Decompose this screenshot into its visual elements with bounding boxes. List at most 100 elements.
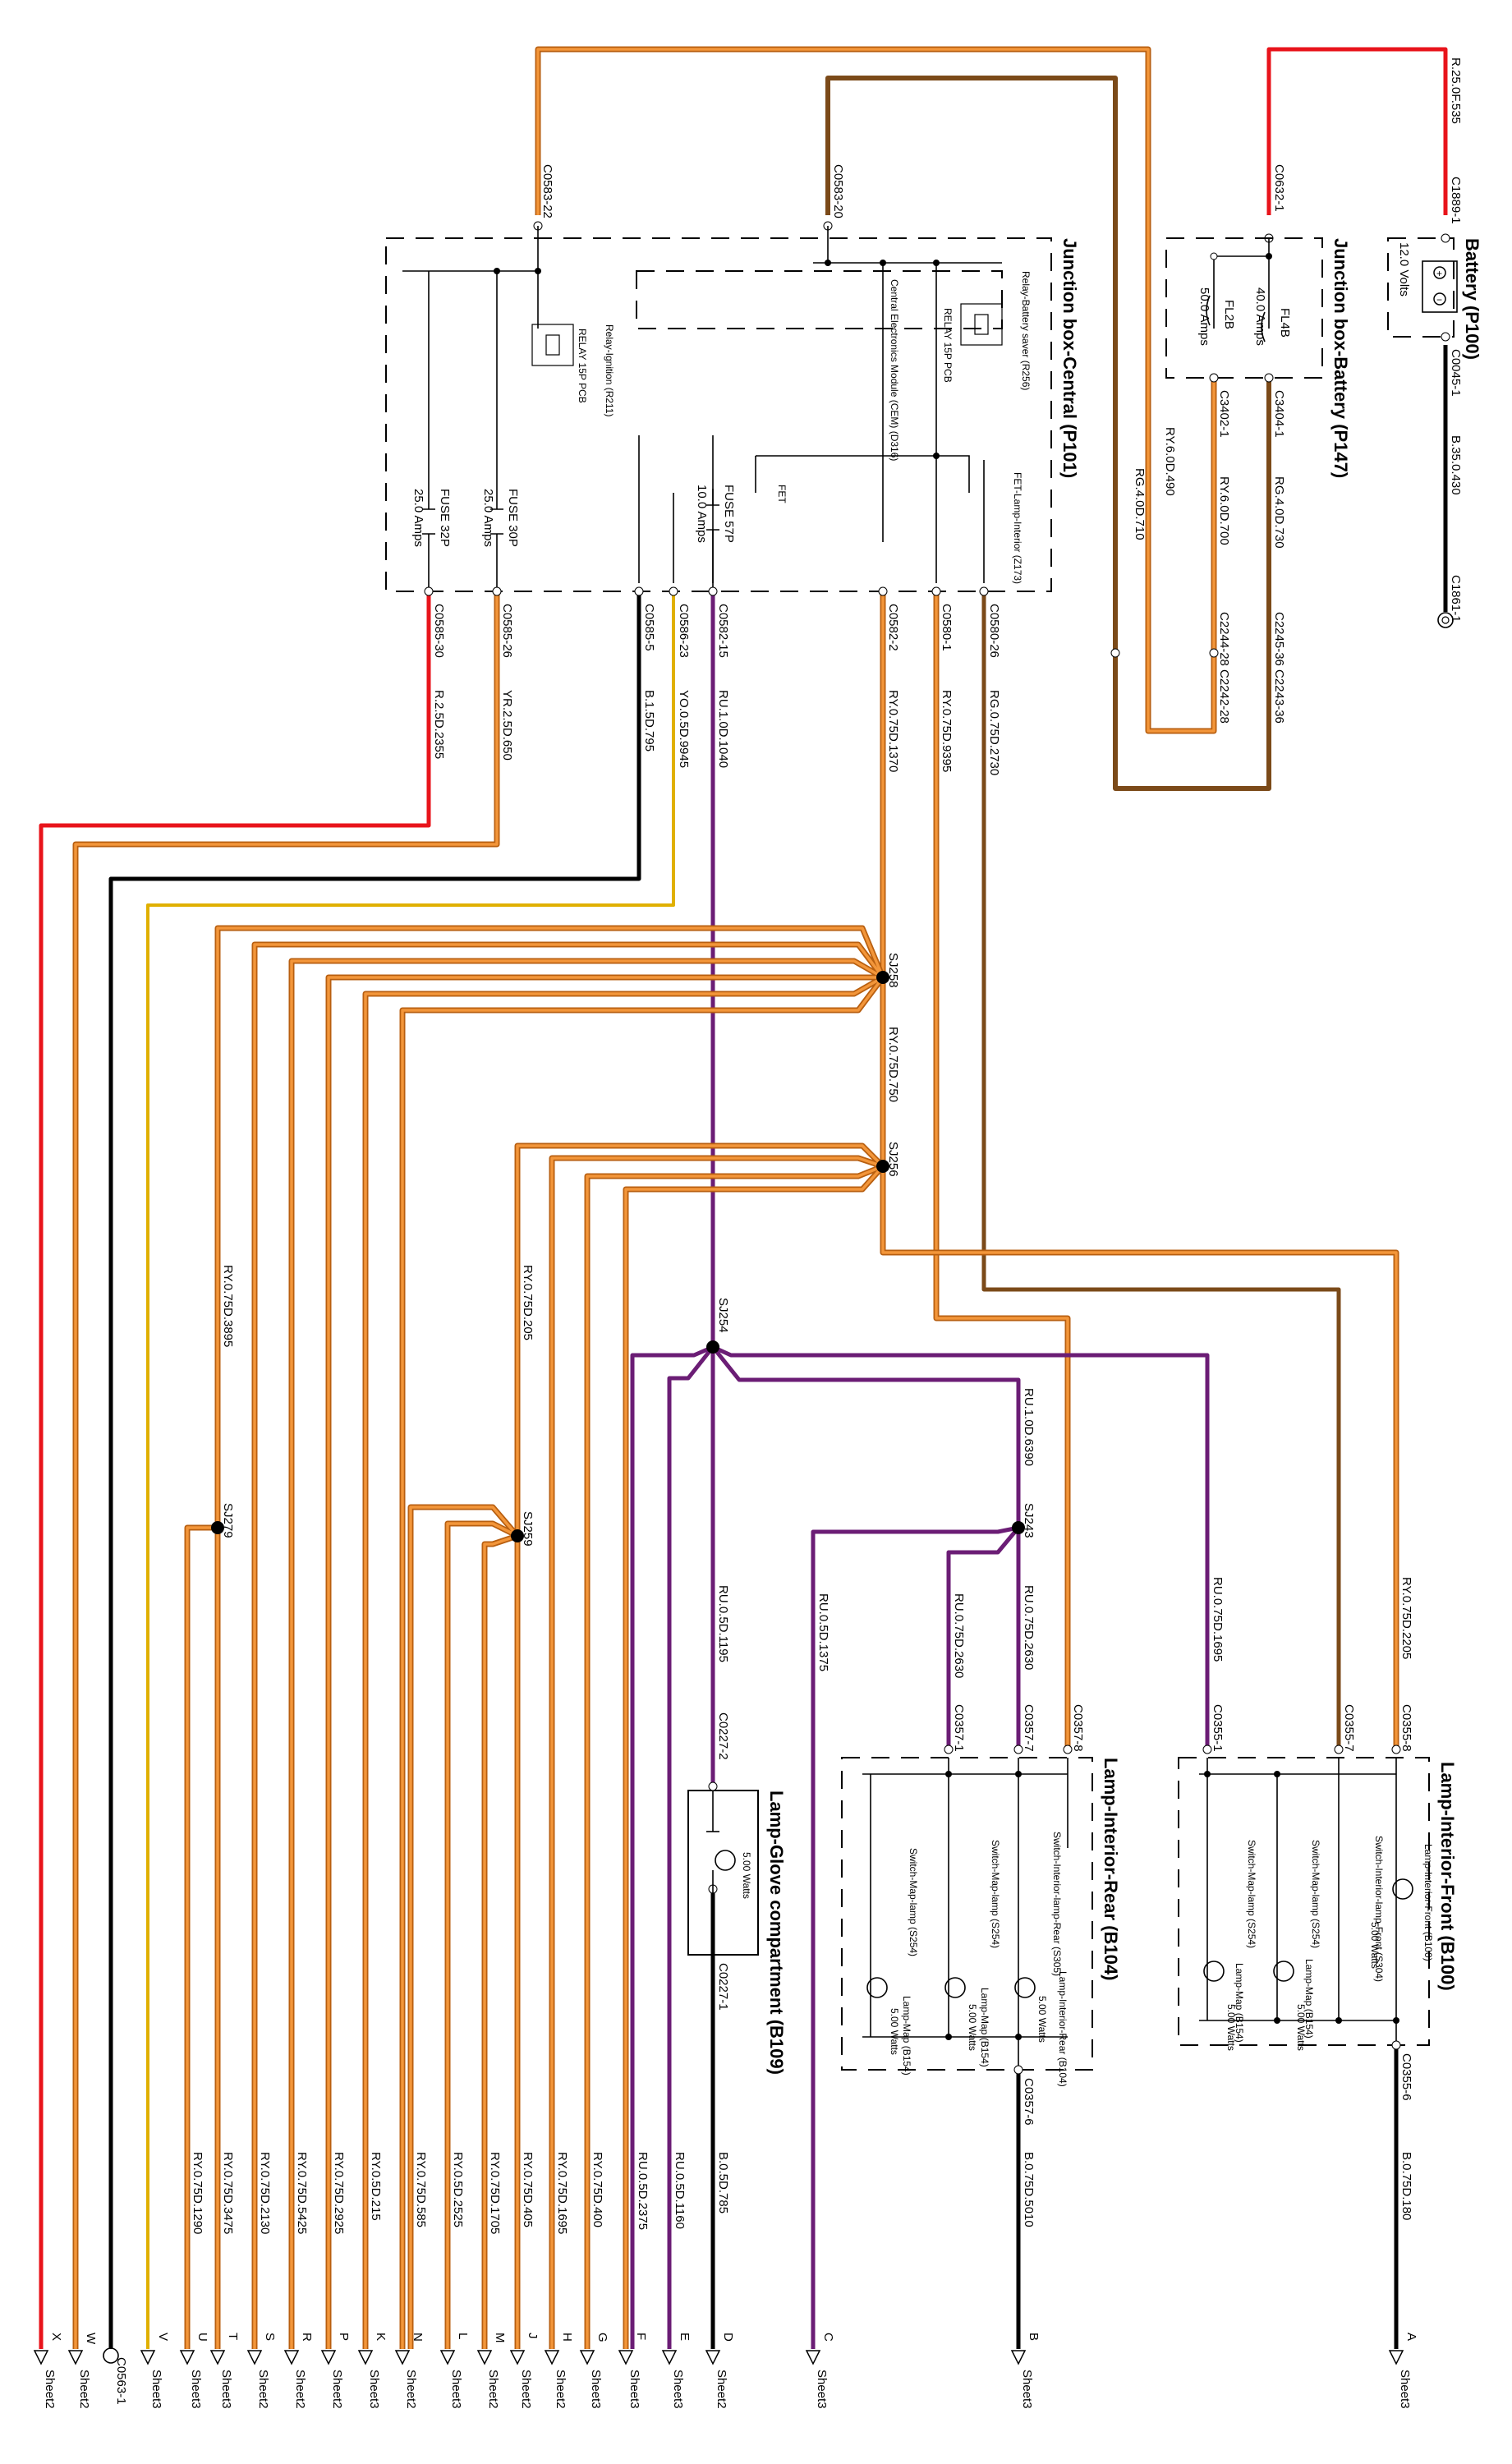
wire-ry-9395[interactable]	[935, 591, 1069, 1749]
sheet-arrow-k[interactable]	[357, 2350, 374, 2365]
sheet-arrow-e[interactable]	[661, 2350, 678, 2365]
splice-sj279[interactable]	[211, 1521, 224, 1534]
sheet-arrow-m[interactable]	[476, 2350, 493, 2365]
wire-ru-6390[interactable]	[711, 1345, 1021, 1528]
sheet-name-b: Sheet3	[1020, 2370, 1034, 2409]
front-watts-1: 5.00 Watts	[1369, 1922, 1381, 1969]
wire-label-w400: RY.0.75D.400	[591, 2152, 604, 2227]
conn-c0355-7: C0355-7	[1342, 1704, 1356, 1752]
sheet-arrow-b[interactable]	[1010, 2350, 1027, 2365]
sheet-name-p: Sheet2	[330, 2370, 344, 2409]
lamp-icon	[866, 1977, 888, 1998]
conn-c0583-22: C0583-22	[540, 164, 554, 218]
wire-ru-1695[interactable]	[711, 1345, 1210, 1749]
conn-c0355-6: C0355-6	[1399, 2053, 1413, 2101]
wire-label-w405: RY.0.75D.405	[521, 2152, 535, 2227]
sheet-name-v: Sheet3	[149, 2370, 163, 2409]
wire-sj258-k[interactable]	[364, 976, 884, 2349]
wire-sj258-p[interactable]	[327, 976, 883, 2349]
wire-label-ry700: RY.6.0D.700	[1217, 476, 1231, 545]
rear-watts-2: 5.00 Watts	[967, 2004, 978, 2051]
sheet-arrow-c[interactable]	[805, 2350, 821, 2365]
wire-yo-9945[interactable]	[146, 591, 675, 2349]
wire-label-3895: RY.0.75D.3895	[221, 1265, 235, 1347]
wire-rg-2730[interactable]	[981, 591, 1341, 1749]
sheet-arrow-a[interactable]	[1388, 2350, 1404, 2365]
wire-ry-700[interactable]	[536, 48, 1216, 733]
wire-label-w5010: B.0.75D.5010	[1022, 2152, 1036, 2227]
wire-ry-585[interactable]	[409, 1506, 519, 2349]
switch-map-rear-2: Switch-Map-lamp (S254)	[908, 1848, 919, 1956]
sheet-arrow-l[interactable]	[439, 2350, 456, 2365]
sheet-letter-k: K	[374, 2333, 388, 2341]
sheet-arrow-w[interactable]	[67, 2350, 84, 2365]
fuse-57p: FUSE 57P	[722, 485, 736, 543]
wire-label-central-1: YR.2.5D.650	[500, 690, 514, 761]
labels: Battery (P100) 12.0 Volts C1889-1 R.25.0…	[43, 57, 1482, 2409]
wire-ry-1290[interactable]	[186, 1526, 218, 2349]
wire-rg-730[interactable]	[1113, 378, 1271, 791]
wire-sj258-s[interactable]	[216, 926, 885, 2349]
sheet-arrow-f[interactable]	[618, 2350, 634, 2365]
wire-ry-205[interactable]	[516, 1144, 885, 1495]
sj279-label: SJ279	[221, 1503, 235, 1538]
sheet-letter-e: E	[678, 2333, 692, 2341]
wire-label-w2525: RY.0.5D.2525	[451, 2152, 465, 2227]
wire-battery-plus[interactable]	[1266, 47, 1448, 215]
wire-ry-400[interactable]	[624, 1165, 885, 2349]
conn-central-5: C0582-2	[886, 604, 900, 651]
wire-label-6390: RU.1.0D.6390	[1022, 1388, 1036, 1466]
wire-rg-710[interactable]	[825, 76, 1118, 788]
wire-ry-1705[interactable]	[483, 1534, 518, 2349]
wire-sj258-t[interactable]	[253, 943, 885, 2349]
sheet-arrow-n[interactable]	[394, 2350, 411, 2365]
wire-b-795[interactable]	[108, 591, 641, 2349]
splice-sj259[interactable]	[511, 1529, 524, 1542]
battery-minus: −	[1436, 294, 1442, 306]
sheet-arrow-t[interactable]	[209, 2350, 226, 2365]
lamp-rear-title: Lamp-Interior-Rear (B104)	[1101, 1758, 1121, 1980]
splice-sj254[interactable]	[706, 1340, 719, 1354]
conn-c0045: C0045-1	[1449, 349, 1463, 397]
wire-ry-2205[interactable]	[881, 1166, 1398, 1749]
wire-ru-2630[interactable]	[946, 1526, 1020, 1749]
wire-r-2355[interactable]	[39, 591, 431, 2349]
splice-sj258[interactable]	[876, 971, 889, 984]
fet-label: FET	[776, 485, 788, 503]
sheet-arrow-u[interactable]	[179, 2350, 195, 2365]
sheet-arrow-d[interactable]	[705, 2350, 721, 2365]
sheet-arrow-v[interactable]	[140, 2350, 156, 2365]
sheet-letter-n: N	[411, 2333, 425, 2342]
wire-ru-2375[interactable]	[630, 1345, 714, 2349]
lamp-map-rear-1: Lamp-Map (B154)	[979, 1988, 990, 2067]
sheet-arrow-h[interactable]	[544, 2350, 560, 2365]
conn-c1889: C1889-1	[1449, 177, 1463, 224]
sheet-letter-s: S	[263, 2333, 277, 2341]
sheet-arrow-j[interactable]	[509, 2350, 526, 2365]
relay-tag-1: RELAY 15P PCB	[577, 329, 588, 403]
switch-map-front-2: Switch-Map-lamp (S254)	[1246, 1840, 1257, 1948]
wire-ry-1695[interactable]	[586, 1165, 884, 2349]
wire-sj258-r[interactable]	[290, 959, 884, 2349]
wire-ry-2525[interactable]	[446, 1522, 518, 2349]
lamp-map-front-1: Lamp-Map (B154)	[1303, 1959, 1315, 2039]
wire-label-r535: R.25.0F.535	[1449, 57, 1463, 124]
conn-central-2: C0585-5	[642, 604, 656, 651]
lamp-front-box	[1178, 1745, 1430, 2050]
conn-central-4: C0582-15	[716, 604, 730, 658]
sheet-arrow-x[interactable]	[33, 2350, 49, 2365]
wire-sj258-n[interactable]	[401, 976, 885, 2349]
wire-ru-1375[interactable]	[811, 1525, 1019, 2349]
sheet-arrow-r[interactable]	[283, 2350, 300, 2365]
wire-label-w1705: RY.0.75D.1705	[488, 2152, 502, 2234]
wire-yr-650[interactable]	[74, 591, 499, 2349]
wire-label-1195: RU.0.5D.1195	[716, 1585, 730, 1662]
sheet-arrow-g[interactable]	[579, 2350, 595, 2365]
wire-ry-405[interactable]	[550, 1156, 884, 2349]
sheet-arrow-s[interactable]	[246, 2350, 263, 2365]
splice-sj243[interactable]	[1012, 1521, 1025, 1534]
sheet-arrow-p[interactable]	[320, 2350, 337, 2365]
splice-sj256[interactable]	[876, 1160, 889, 1173]
wire-ru-1160[interactable]	[667, 1345, 715, 2349]
fuse-32p: FUSE 32P	[438, 489, 452, 547]
